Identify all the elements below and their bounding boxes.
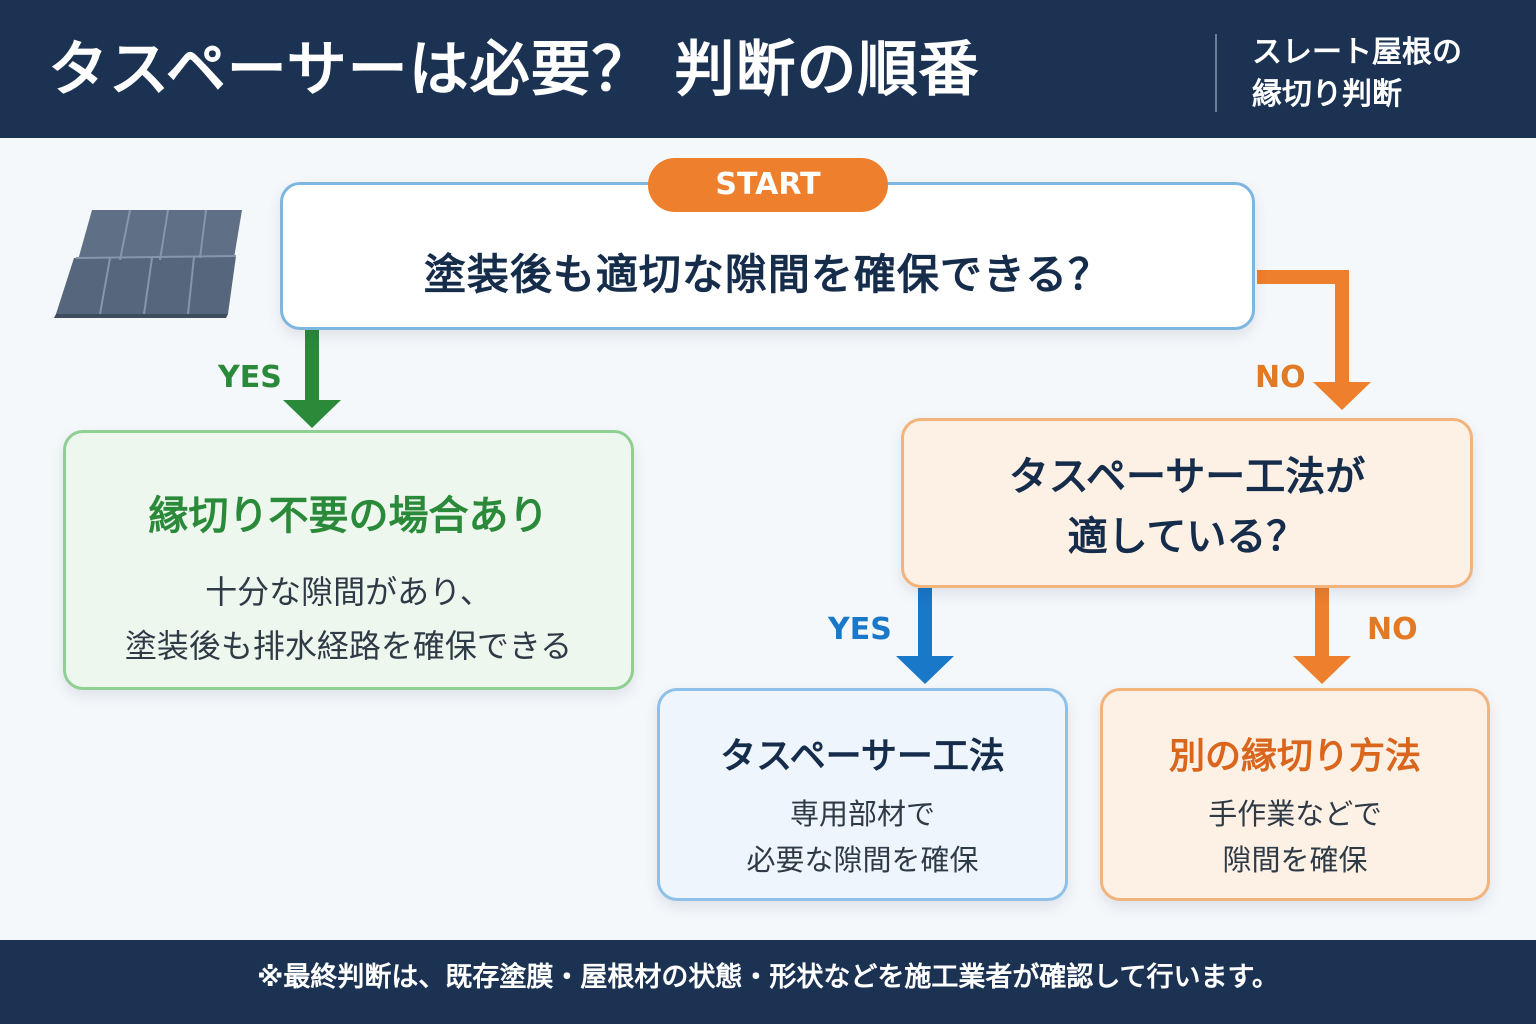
result-taspacer-line1: 専用部材で — [789, 797, 935, 831]
no-label-q2: NO — [1367, 612, 1418, 647]
yes-label-q2: YES — [828, 612, 892, 647]
result-other-method-title: 別の縁切り方法 — [1168, 736, 1421, 777]
footer-note: ※最終判断は、既存塗膜・屋根材の状態・形状などを施工業者が確認して行います。 — [257, 962, 1279, 993]
result-other-method-line2: 隙間を確保 — [1222, 843, 1368, 877]
result-other-method-box: 別の縁切り方法 手作業などで 隙間を確保 — [1100, 688, 1490, 901]
result-taspacer-line2: 必要な隙間を確保 — [746, 843, 979, 877]
arrow-no-q2 — [1293, 588, 1351, 684]
arrow-yes-start — [283, 330, 341, 428]
result-no-edge-cut-line1: 十分な隙間があり、 — [205, 573, 492, 611]
start-question: 塗装後も適切な隙間を確保できる？ — [423, 250, 1112, 299]
header-bar: タスペーサーは必要？ 判断の順番 スレート屋根の 縁切り判断 — [0, 0, 1536, 138]
result-taspacer-title: タスペーサー工法 — [720, 736, 1005, 777]
header-divider — [1215, 34, 1217, 112]
arrow-no-start — [1257, 270, 1371, 410]
header-subtitle: スレート屋根の 縁切り判断 — [1252, 32, 1462, 116]
result-no-edge-cut-body: 十分な隙間があり、 塗装後も排水経路を確保できる — [66, 565, 631, 673]
result-no-edge-cut-box: 縁切り不要の場合あり 十分な隙間があり、 塗装後も排水経路を確保できる — [63, 430, 634, 690]
start-badge: START — [648, 158, 888, 212]
arrow-yes-q2 — [896, 588, 954, 684]
result-taspacer-box: タスペーサー工法 専用部材で 必要な隙間を確保 — [657, 688, 1068, 901]
result-taspacer-body: 専用部材で 必要な隙間を確保 — [660, 791, 1065, 883]
slate-roof-icon — [54, 209, 242, 318]
yes-label-start: YES — [218, 360, 282, 395]
page-title: タスペーサーは必要？ 判断の順番 — [48, 35, 980, 105]
no-label-start: NO — [1255, 360, 1306, 395]
result-other-method-body: 手作業などで 隙間を確保 — [1103, 791, 1487, 883]
header-subtitle-line2: 縁切り判断 — [1252, 77, 1402, 112]
question2-text: タスペーサー工法が 適している？ — [904, 447, 1470, 567]
header-subtitle-line1: スレート屋根の — [1252, 35, 1462, 70]
question2-box: タスペーサー工法が 適している？ — [901, 418, 1473, 588]
question2-line2: 適している？ — [1067, 514, 1307, 560]
result-no-edge-cut-line2: 塗装後も排水経路を確保できる — [124, 627, 573, 665]
result-other-method-line1: 手作業などで — [1208, 797, 1382, 831]
result-no-edge-cut-title: 縁切り不要の場合あり — [148, 493, 549, 539]
question2-line1: タスペーサー工法が — [1008, 454, 1366, 500]
footer-bar: ※最終判断は、既存塗膜・屋根材の状態・形状などを施工業者が確認して行います。 — [0, 940, 1536, 1024]
